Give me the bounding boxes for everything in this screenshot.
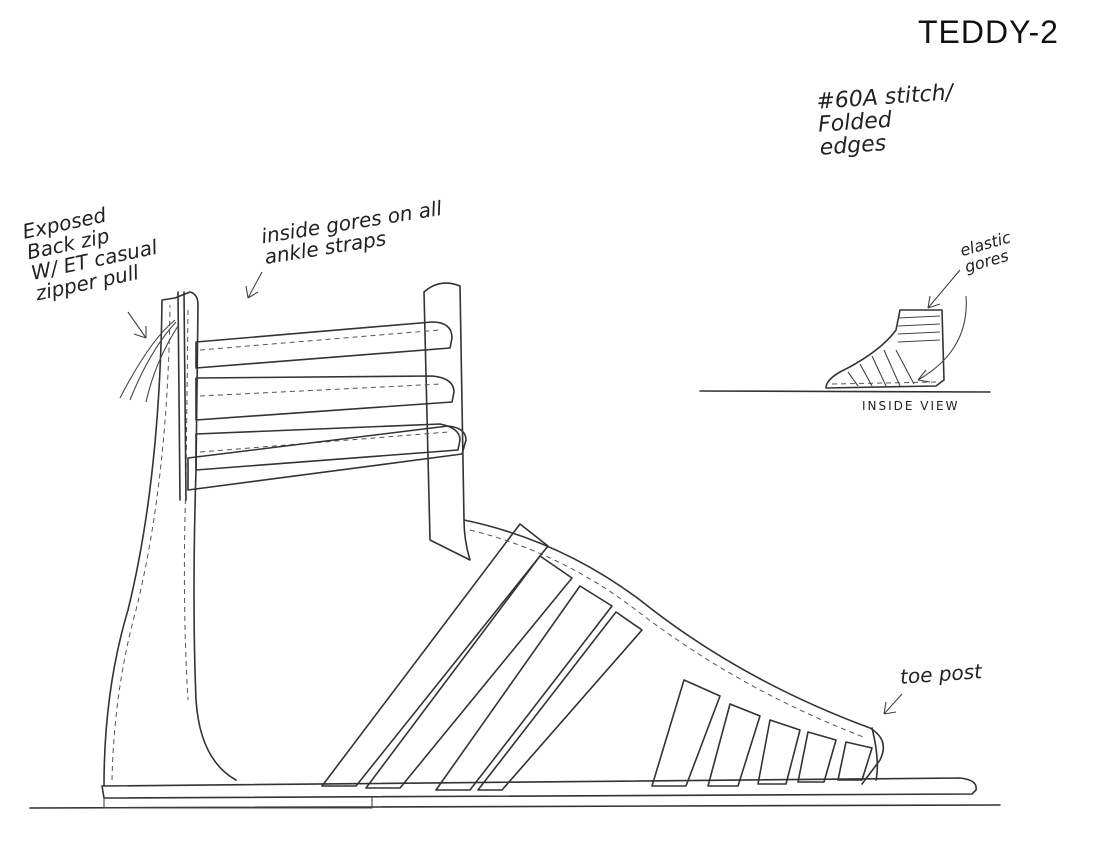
heel-counter (103, 291, 237, 787)
inside-view-sandal (825, 309, 945, 389)
heel-lift (103, 797, 373, 809)
zipper-pull (119, 319, 179, 403)
elastic-arrow-bottom (917, 295, 967, 383)
gores-arrow (245, 271, 263, 299)
toe-post-arrow (883, 693, 903, 715)
inside-view-label: INSIDE VIEW (862, 399, 960, 413)
toe-post (871, 727, 879, 781)
style-title: TEDDY-2 (918, 14, 1059, 50)
vamp-edge (463, 519, 885, 785)
back-zip (177, 291, 187, 501)
collar-post (423, 282, 471, 561)
elastic-arrow-top (927, 269, 961, 309)
sole (101, 777, 977, 799)
vamp-straps (321, 523, 873, 791)
zip-arrow (127, 311, 147, 339)
ankle-straps (187, 321, 467, 491)
small-ground-line (699, 390, 991, 393)
